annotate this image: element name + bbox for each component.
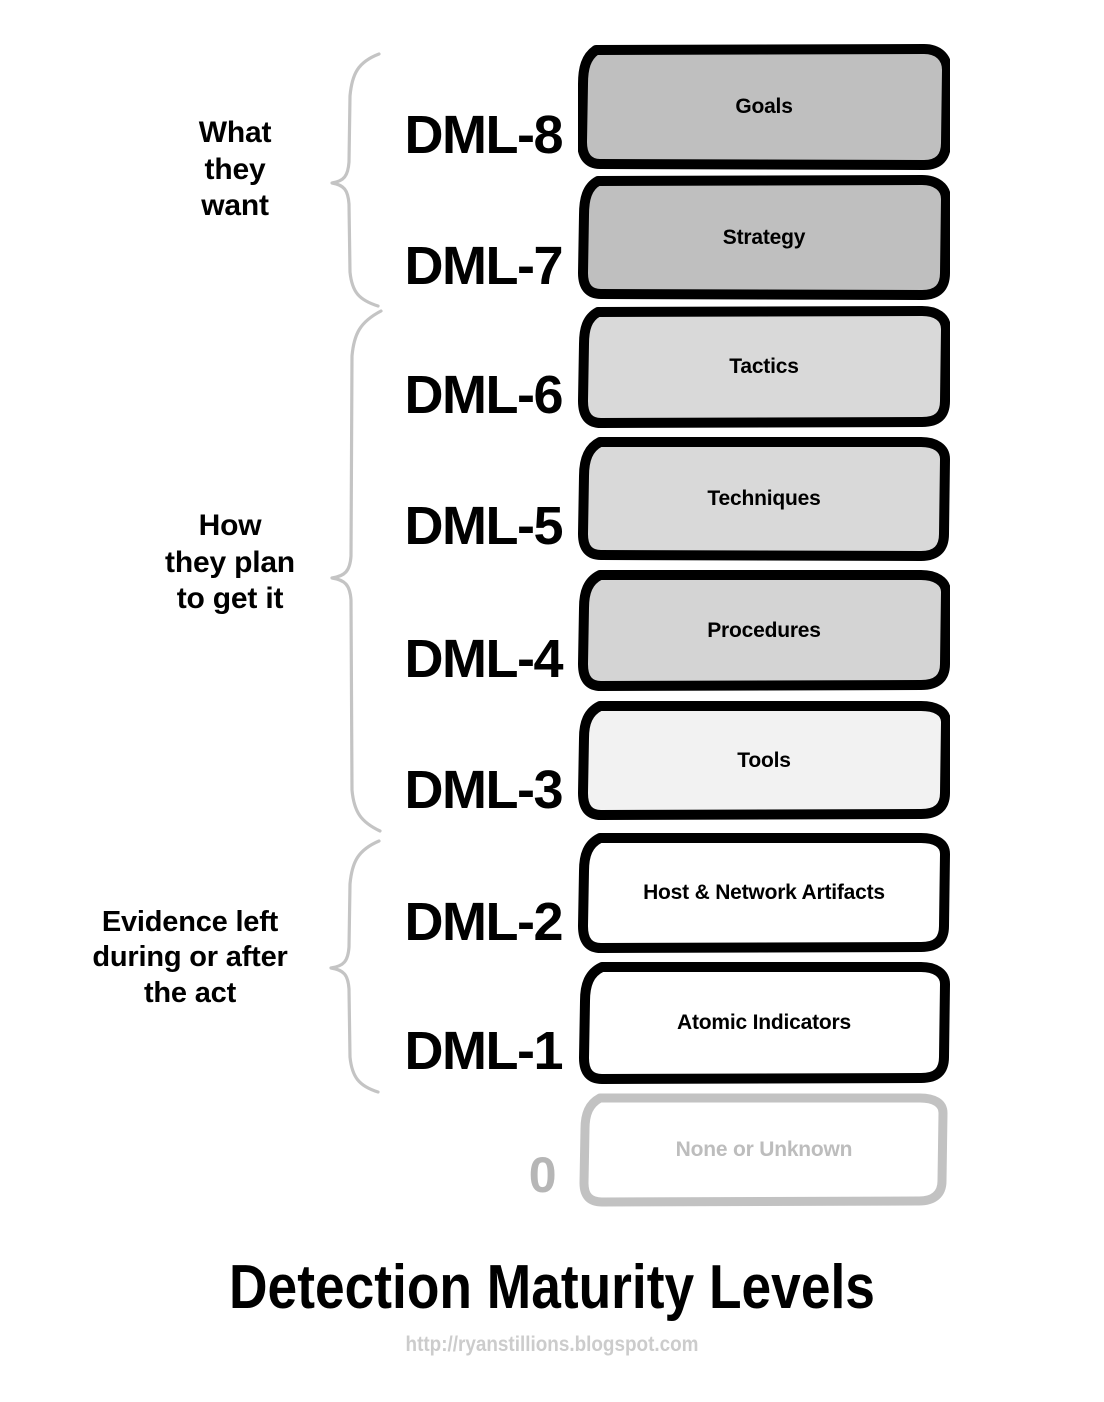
dml-box-tools[interactable]: Tools: [578, 701, 950, 820]
dml-level-label-5: DML-5: [404, 496, 564, 556]
brace-evidence-left: [329, 839, 381, 1094]
box-outline-icon: [578, 833, 950, 953]
dml-box-techniques[interactable]: Techniques: [578, 437, 950, 561]
group-caption-how-they-plan: How they plan to get it: [130, 508, 330, 618]
dml-level-label-4: DML-4: [404, 629, 564, 689]
caption-line: they: [204, 152, 266, 186]
caption-line: want: [201, 189, 269, 223]
source-url: http://ryanstillions.blogspot.com: [405, 1333, 699, 1356]
box-outline-icon: [578, 306, 950, 428]
caption-line: to get it: [176, 582, 284, 616]
dml-box-strategy[interactable]: Strategy: [578, 175, 950, 300]
dml-box-procedures[interactable]: Procedures: [578, 570, 950, 691]
dml-box-label: Atomic Indicators: [677, 1011, 851, 1034]
box-outline-icon: [579, 1093, 948, 1207]
dml-box-label: Techniques: [707, 487, 821, 510]
dml-level-label-7: DML-7: [404, 236, 564, 296]
dml-level-label-3: DML-3: [404, 760, 564, 820]
caption-line: during or after: [92, 941, 288, 974]
caption-line: the act: [143, 976, 237, 1009]
dml-box-goals[interactable]: Goals: [578, 44, 950, 170]
dml-level-label-0: 0: [528, 1147, 557, 1203]
dml-box-atomic-indicators[interactable]: Atomic Indicators: [578, 962, 950, 1084]
caption-line: What: [198, 116, 272, 149]
box-outline-icon: [578, 175, 950, 300]
group-caption-what-they-want: What they want: [150, 115, 320, 225]
box-outline-icon: [578, 570, 950, 691]
dml-level-label-1: DML-1: [404, 1021, 564, 1081]
dml-box-tactics[interactable]: Tactics: [578, 306, 950, 428]
brace-what-they-want: [330, 52, 381, 308]
box-outline-icon: [578, 701, 950, 820]
dml-box-label: Tactics: [729, 355, 799, 378]
dml-box-label: Strategy: [722, 225, 806, 249]
dml-box-none-or-unknown[interactable]: None or Unknown: [578, 1092, 950, 1208]
dml-level-label-8: DML-8: [404, 105, 564, 165]
dml-box-label: Procedures: [707, 618, 821, 642]
box-outline-icon: [579, 962, 950, 1084]
dml-level-label-2: DML-2: [404, 892, 564, 952]
dml-box-host-network-artifacts[interactable]: Host & Network Artifacts: [578, 833, 950, 953]
group-caption-evidence-left: Evidence left during or after the act: [60, 905, 320, 1011]
dml-box-label: Host & Network Artifacts: [643, 881, 885, 904]
caption-line: How: [198, 509, 262, 542]
brace-how-they-plan: [330, 309, 383, 833]
box-outline-icon: [578, 437, 950, 561]
dml-box-label: None or Unknown: [675, 1138, 853, 1161]
dml-box-label: Tools: [737, 748, 791, 772]
box-outline-icon: [578, 44, 950, 170]
caption-line: they plan: [165, 545, 295, 579]
page-title: Detection Maturity Levels: [229, 1253, 875, 1322]
caption-line: Evidence left: [101, 906, 279, 938]
dml-box-label: Goals: [735, 95, 793, 118]
dml-level-label-6: DML-6: [404, 365, 564, 425]
